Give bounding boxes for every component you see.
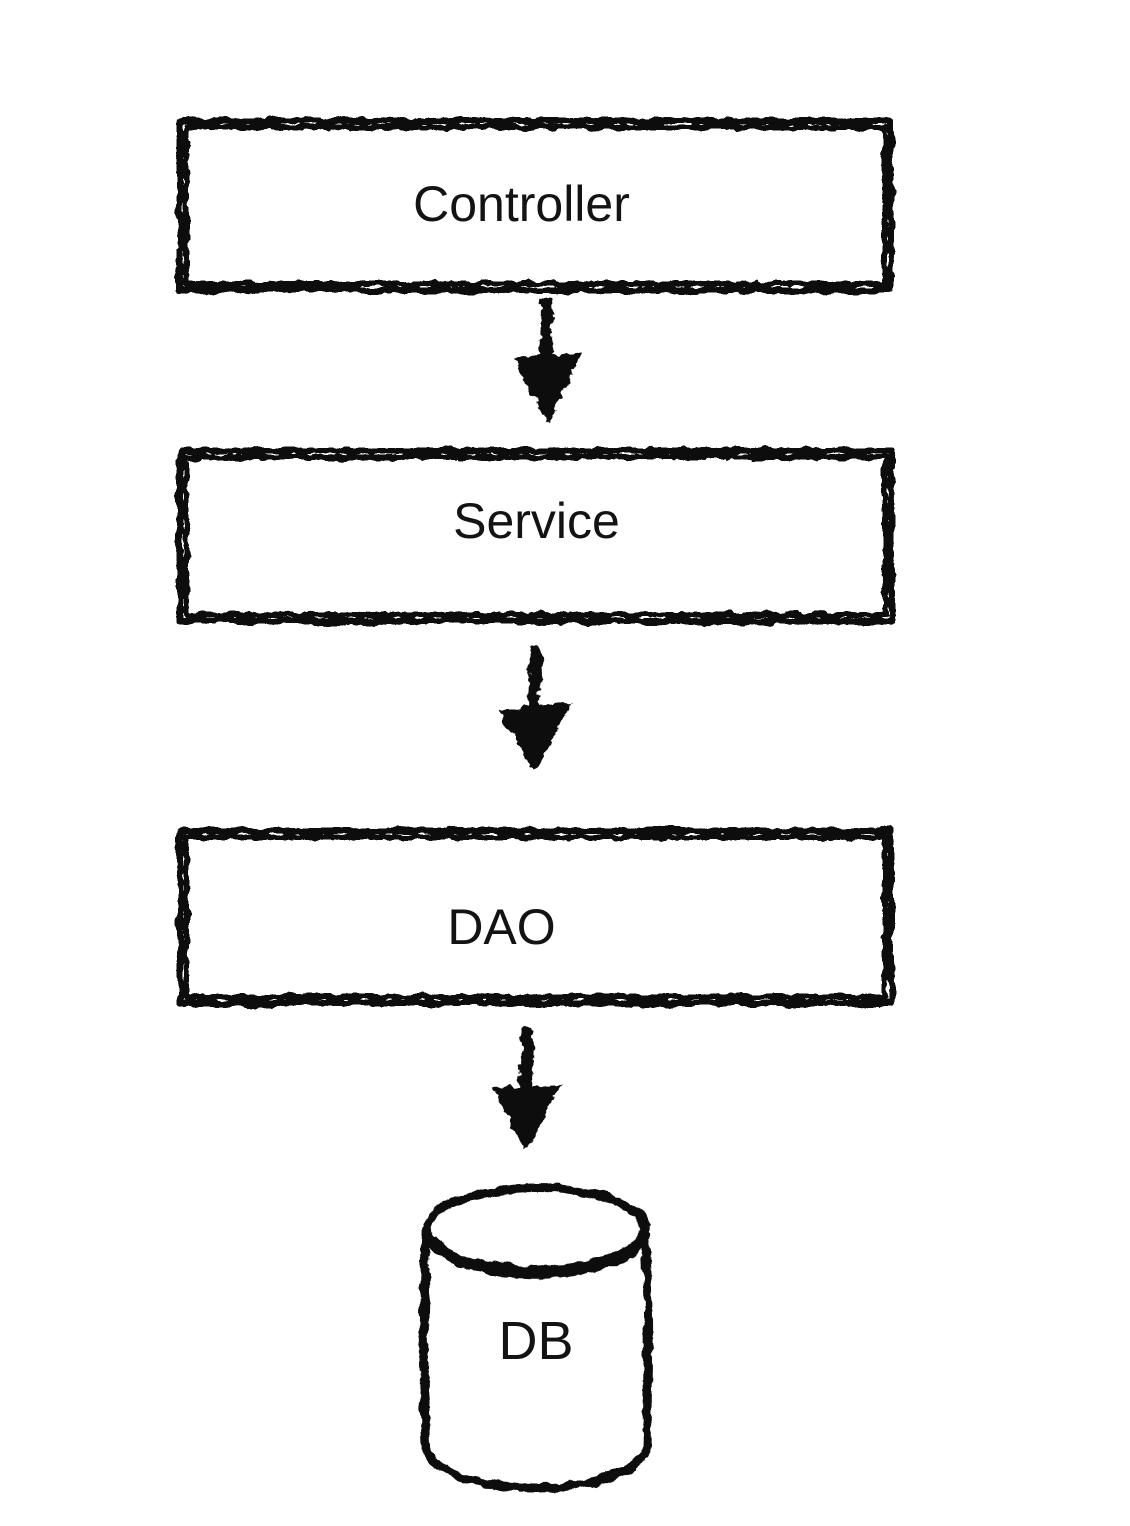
node-label-service: Service [453, 493, 620, 549]
dao-box [176, 827, 895, 1007]
arrow-dao-to-db [492, 1026, 562, 1152]
db-cylinder-body [419, 1228, 653, 1493]
arrow-controller-to-service [512, 297, 582, 424]
db-cylinder-rim [425, 1233, 647, 1279]
arrow-stem [539, 297, 553, 370]
arrow-head [492, 1084, 562, 1152]
arrow-head [512, 352, 582, 424]
service-box [176, 447, 895, 625]
arrow-stem [528, 646, 542, 722]
controller-box [176, 117, 895, 294]
node-label-controller: Controller [413, 176, 630, 232]
node-label-dao: DAO [447, 899, 556, 955]
arrow-service-to-dao [498, 646, 572, 772]
db-cylinder [419, 1183, 653, 1493]
arrow-stem [520, 1026, 534, 1100]
node-label-db: DB [498, 1311, 574, 1371]
arrow-head [498, 704, 572, 772]
